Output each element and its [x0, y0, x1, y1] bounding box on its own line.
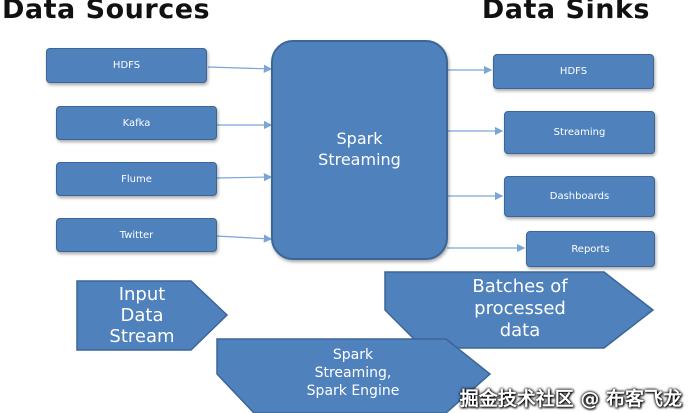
spark-engine-arrow	[216, 338, 492, 413]
spark-engine-line1: Spark	[332, 347, 374, 363]
spark-engine-line2: Streaming,	[314, 365, 392, 381]
connector-hdfs-in	[207, 64, 273, 73]
sink-dashboards-label: Dashboards	[549, 191, 610, 202]
source-twitter-box: Twitter	[56, 218, 217, 252]
sink-hdfs-label: HDFS	[559, 66, 588, 77]
input-stream-text: Input Data Stream	[83, 283, 201, 347]
processed-batches-line3: data	[499, 320, 541, 341]
source-kafka-box: Kafka	[56, 106, 217, 140]
connector-flume-in	[215, 172, 273, 182]
connector-twitter-in	[215, 234, 273, 243]
processed-batches-arrow	[384, 271, 655, 349]
source-hdfs-box: HDFS	[46, 48, 207, 83]
sink-streaming-box: Streaming	[504, 111, 655, 154]
spark-engine-text: Spark Streaming, Spark Engine	[268, 343, 438, 403]
watermark-text: 掘金技术社区 @ 布客飞龙	[459, 388, 682, 410]
source-flume-box: Flume	[56, 162, 217, 196]
sink-reports-label: Reports	[571, 243, 610, 255]
input-stream-line1: Input	[118, 283, 166, 305]
source-kafka-label: Kafka	[122, 117, 151, 129]
sink-streaming-label: Streaming	[553, 127, 606, 138]
sink-hdfs-box: HDFS	[493, 54, 654, 89]
input-stream-line2: Data	[120, 304, 164, 326]
source-twitter-label: Twitter	[119, 229, 154, 241]
input-stream-line3: Stream	[109, 325, 175, 347]
processed-batches-line1: Batches of	[472, 276, 568, 297]
data-sources-heading: Data Sources	[2, 0, 211, 25]
spark-engine-line3: Spark Engine	[306, 383, 400, 399]
sink-reports-box: Reports	[526, 231, 655, 267]
spark-streaming-box: Spark Streaming	[271, 40, 448, 260]
spark-streaming-line2: Streaming	[318, 150, 401, 169]
processed-batches-line2: processed	[474, 298, 566, 319]
source-flume-label: Flume	[121, 173, 152, 185]
input-stream-arrow	[76, 280, 229, 351]
processed-batches-text: Batches of processed data	[440, 275, 600, 343]
data-sinks-heading: Data Sinks	[481, 0, 650, 25]
source-hdfs-label: HDFS	[112, 60, 141, 71]
sink-dashboards-box: Dashboards	[504, 176, 655, 217]
spark-streaming-line1: Spark	[336, 129, 383, 149]
